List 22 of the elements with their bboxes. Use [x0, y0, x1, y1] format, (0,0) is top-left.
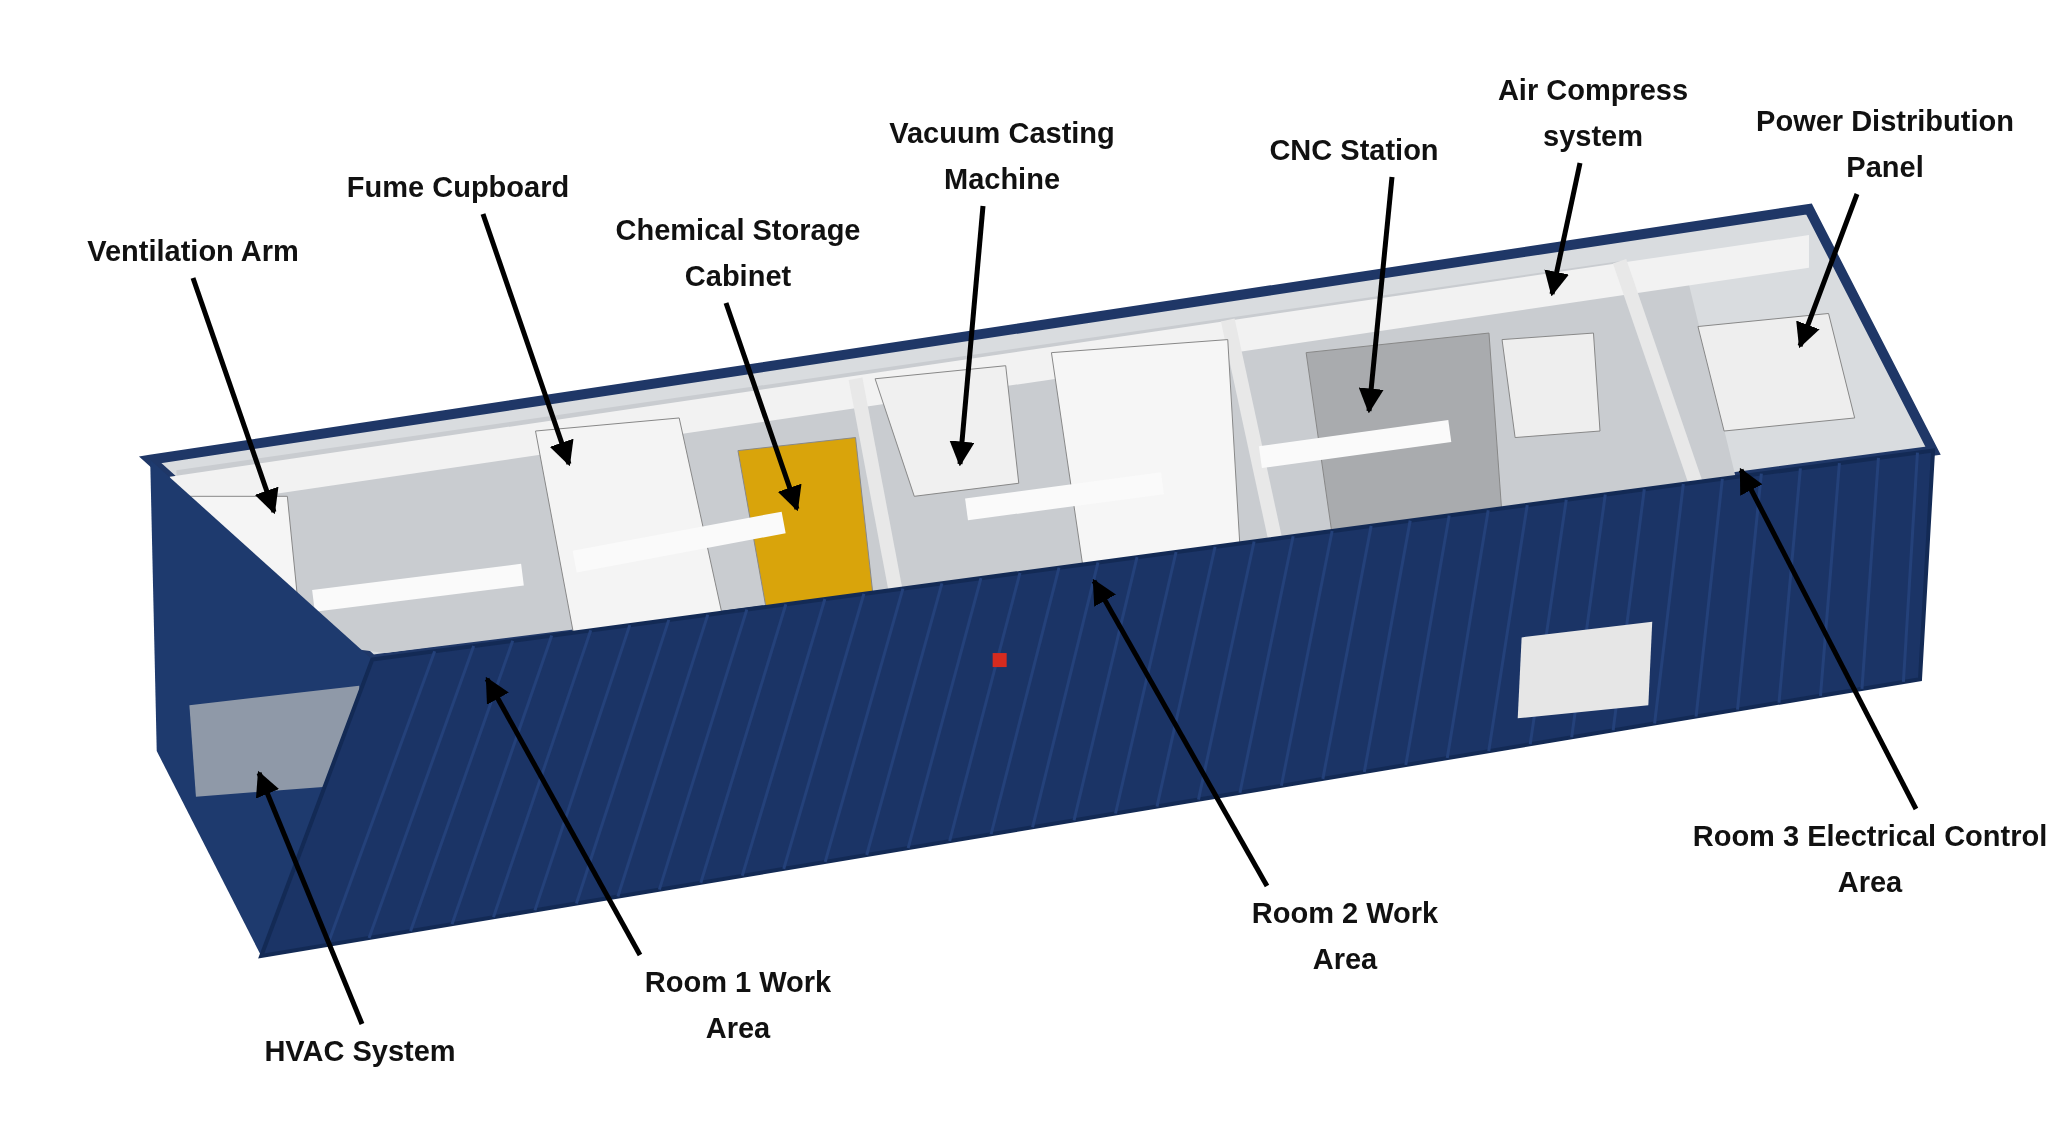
callout-label: Power Distribution Panel: [1725, 98, 2045, 190]
callout-label: Room 1 Work Area: [638, 959, 838, 1051]
callout-label: Chemical Storage Cabinet: [608, 207, 868, 299]
callout-label: Vacuum Casting Machine: [867, 110, 1137, 202]
leader-line: [480, 213, 574, 467]
callout-label: Room 2 Work Area: [1245, 890, 1445, 982]
leader-line: [949, 205, 986, 467]
callout-label: HVAC System: [264, 1028, 456, 1074]
callout-label: Air Compress system: [1483, 67, 1703, 159]
callout-label: CNC Station: [1269, 127, 1439, 173]
leader-line: [1091, 578, 1270, 888]
leader-line: [1738, 467, 1919, 811]
callout-label: Room 3 Electrical Control Area: [1680, 813, 2048, 905]
callout-label: Ventilation Arm: [87, 228, 299, 274]
leader-line: [484, 676, 643, 957]
leader-line: [723, 302, 802, 512]
leader-line: [256, 770, 365, 1025]
leader-line: [1796, 193, 1860, 349]
leader-line: [1544, 162, 1583, 297]
callout-label: Fume Cupboard: [346, 164, 570, 210]
leader-line: [190, 277, 279, 515]
leader-line: [1358, 176, 1395, 414]
